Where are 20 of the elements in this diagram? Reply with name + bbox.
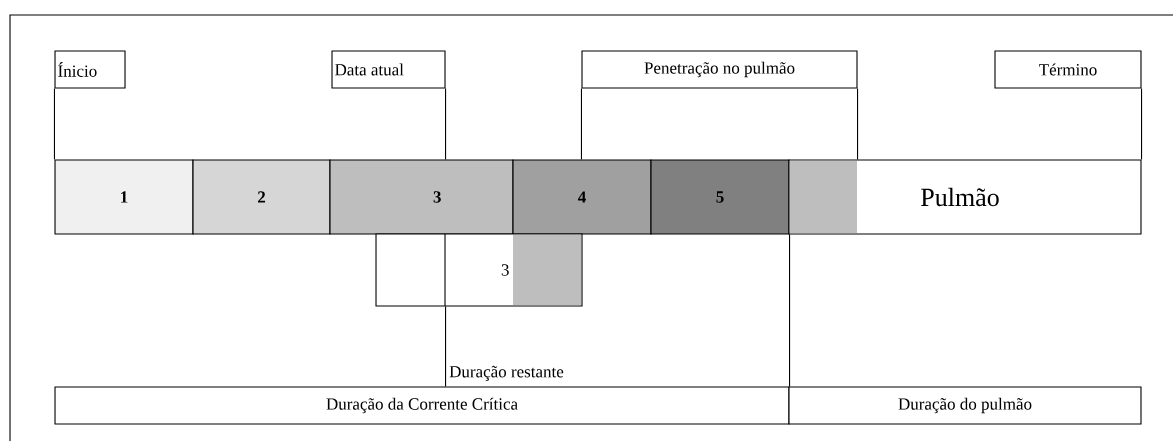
milestone-label-box: Término [994,50,1142,89]
task-bar: 3 [329,159,514,235]
marker-line [445,306,447,387]
marker-line [445,88,447,160]
task-bar: 5 [650,159,790,235]
milestone-label-box: Ínicio [54,50,126,89]
duration-cell: Duração do pulmão [788,386,1142,425]
marker-line [580,88,582,160]
task-bar: 1 [54,159,194,235]
remaining-task-box: 3 [375,233,583,307]
buffer-bar: Pulmão [788,159,1142,235]
task-bar: 4 [512,159,652,235]
marker-line [789,234,791,387]
marker-line [857,88,859,160]
marker-line [1141,88,1143,160]
task-bar: 2 [192,159,331,235]
milestone-label-box: Penetração no pulmão [581,50,858,89]
marker-line [53,88,55,160]
annotation-text: Duração restante [449,365,564,381]
milestone-label-box: Data atual [331,50,446,89]
